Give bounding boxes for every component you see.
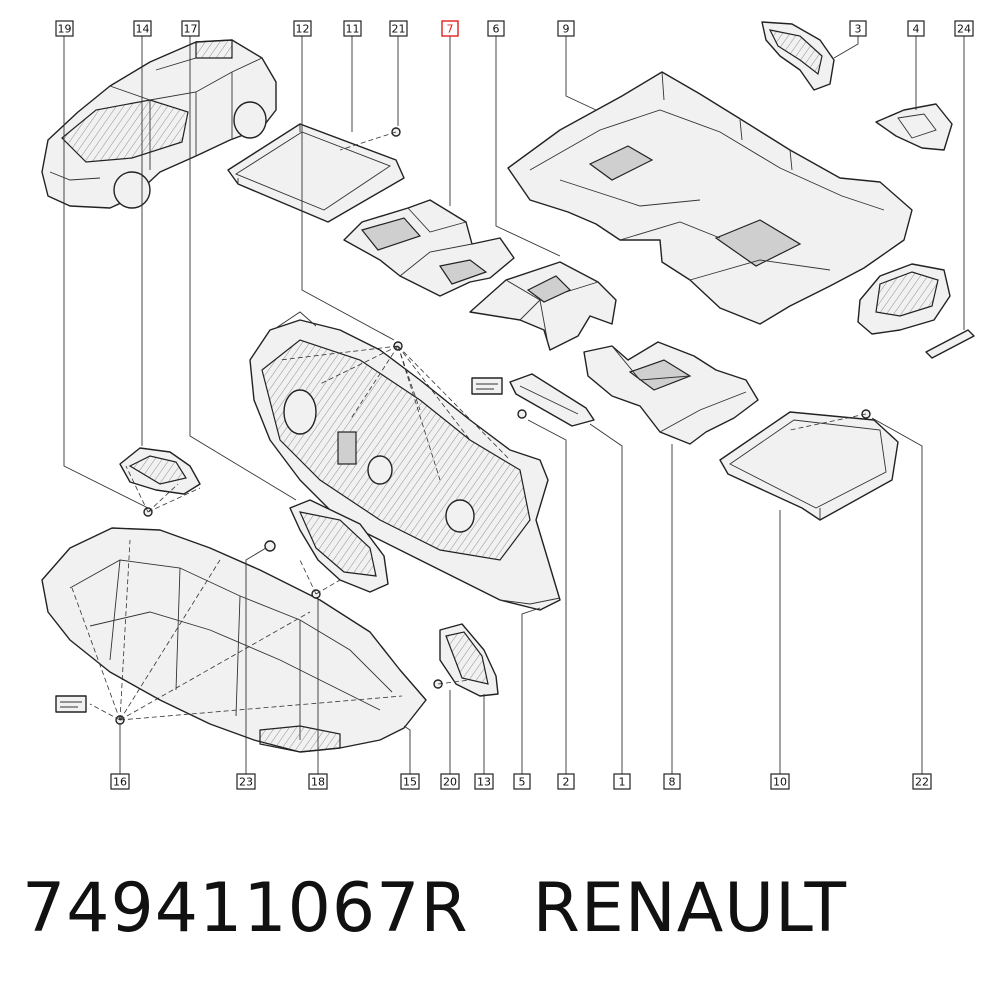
- part-13-bracket: [439, 623, 499, 697]
- svg-text:3: 3: [855, 23, 862, 36]
- svg-text:13: 13: [477, 776, 491, 789]
- svg-text:11: 11: [346, 23, 360, 36]
- svg-text:14: 14: [136, 23, 150, 36]
- svg-text:20: 20: [443, 776, 457, 789]
- part-caption: 749411067R RENAULT: [22, 858, 982, 958]
- part-9-floor-carpet: [507, 71, 913, 325]
- leader-lines: [63, 36, 965, 774]
- callout-18: 18: [308, 773, 328, 790]
- callout-15: 15: [400, 773, 420, 790]
- svg-text:2: 2: [563, 776, 570, 789]
- brand-name: RENAULT: [532, 868, 848, 948]
- svg-text:10: 10: [773, 776, 787, 789]
- svg-text:16: 16: [113, 776, 127, 789]
- svg-text:21: 21: [392, 23, 406, 36]
- svg-text:8: 8: [669, 776, 676, 789]
- svg-text:17: 17: [184, 23, 198, 36]
- callout-7-highlighted: 7: [441, 20, 459, 37]
- callout-10: 10: [770, 773, 790, 790]
- svg-text:5: 5: [519, 776, 526, 789]
- svg-text:19: 19: [58, 23, 72, 36]
- callout-17: 17: [181, 20, 200, 37]
- callout-2: 2: [557, 773, 575, 790]
- callout-22: 22: [912, 773, 932, 790]
- car-illustration: [41, 39, 277, 209]
- part-3-bracket: [761, 21, 835, 91]
- callout-12: 12: [293, 20, 312, 37]
- part-11-trunk-mat: [227, 123, 405, 223]
- svg-text:6: 6: [493, 23, 500, 36]
- callout-14: 14: [133, 20, 152, 37]
- part-2-plate: [509, 373, 595, 427]
- svg-text:22: 22: [915, 776, 929, 789]
- svg-text:1: 1: [619, 776, 626, 789]
- svg-text:15: 15: [403, 776, 417, 789]
- svg-text:4: 4: [913, 23, 920, 36]
- part-10-rear-load-floor: [719, 411, 899, 521]
- part-6-center-insulation: [469, 261, 617, 351]
- callout-13: 13: [474, 773, 494, 790]
- callout-8: 8: [663, 773, 681, 790]
- part-14-bracket: [119, 447, 201, 495]
- clip-icon: [517, 409, 527, 419]
- callout-21: 21: [389, 20, 408, 37]
- callout-20: 20: [440, 773, 460, 790]
- svg-text:23: 23: [239, 776, 253, 789]
- part-18-bracket: [289, 499, 389, 593]
- part-4-wheelarch-piece: [875, 103, 953, 151]
- callout-5: 5: [513, 773, 531, 790]
- part-code: 749411067R: [22, 868, 469, 948]
- part-8-rear-floor-mat: [583, 341, 759, 445]
- assembly-dash-lines: [71, 131, 867, 721]
- callout-1: 1: [613, 773, 631, 790]
- part-5-bulkhead-insulation: [249, 311, 561, 611]
- callout-3: 3: [849, 20, 867, 37]
- part-15-undertray: [41, 527, 427, 753]
- svg-text:18: 18: [311, 776, 325, 789]
- part-7-front-floor-mat: [343, 199, 515, 297]
- callout-9: 9: [557, 20, 575, 37]
- callout-11: 11: [343, 20, 362, 37]
- callout-19: 19: [55, 20, 74, 37]
- callout-4: 4: [907, 20, 925, 37]
- grommet-icon: [264, 540, 276, 552]
- part-24-strip: [925, 329, 975, 359]
- svg-text:9: 9: [563, 23, 570, 36]
- svg-text:7: 7: [447, 23, 454, 36]
- callout-6: 6: [487, 20, 505, 37]
- callout-23: 23: [236, 773, 256, 790]
- svg-text:12: 12: [296, 23, 310, 36]
- part-sticker-left: [55, 695, 87, 713]
- part-label-plate-left: [471, 377, 503, 395]
- part-rear-side-piece: [857, 263, 951, 335]
- callout-24: 24: [954, 20, 974, 37]
- svg-text:24: 24: [957, 23, 971, 36]
- callout-16: 16: [110, 773, 130, 790]
